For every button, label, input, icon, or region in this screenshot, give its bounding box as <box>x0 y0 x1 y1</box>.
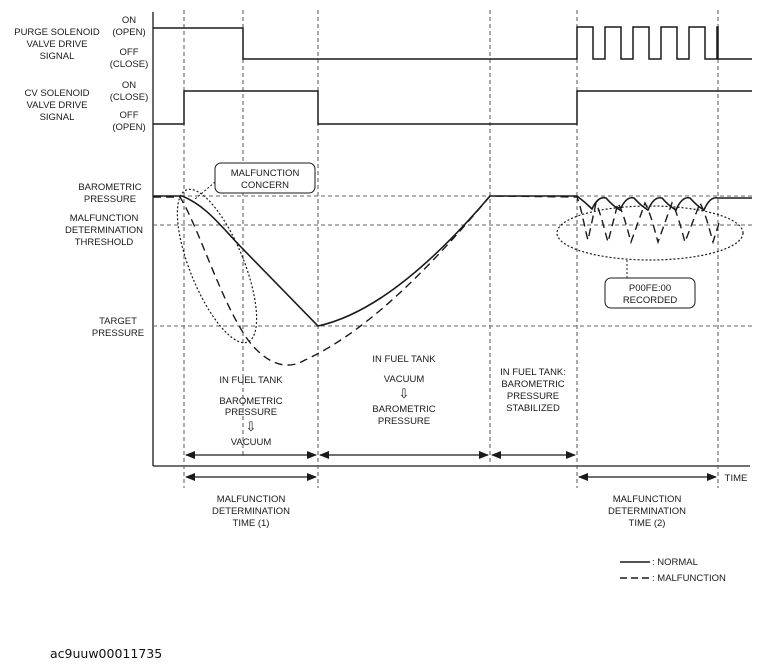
normal-pressure-curve <box>153 195 752 327</box>
threshold-line-3: THRESHOLD <box>75 237 134 248</box>
legend-malfunction-label: : MALFUNCTION <box>652 573 726 584</box>
phase-3-description: IN FUEL TANK: BAROMETRIC PRESSURE STABIL… <box>500 367 566 414</box>
purge-off-label: OFF <box>120 47 139 58</box>
phase-2-line-2: VACUUM <box>384 374 425 385</box>
phase-1-line-1: IN FUEL TANK <box>219 375 283 386</box>
threshold-line-2: DETERMINATION <box>65 225 143 236</box>
time-1-line-2: DETERMINATION <box>212 506 290 517</box>
threshold-line-1: MALFUNCTION <box>70 213 139 224</box>
cv-off-label: OFF <box>120 110 139 121</box>
purge-off-state: (CLOSE) <box>110 59 149 70</box>
concern-highlight-ellipse <box>176 188 258 344</box>
purge-on-label: ON <box>122 15 136 26</box>
target-line-1: TARGET <box>99 316 137 327</box>
purge-signal-label: PURGE SOLENOID VALVE DRIVE SIGNAL <box>14 27 100 62</box>
cv-on-state: (CLOSE) <box>110 92 149 103</box>
target-line-2: PRESSURE <box>92 328 144 339</box>
time-1-line-3: TIME (1) <box>233 518 270 529</box>
cv-state-labels: ON (CLOSE) OFF (OPEN) <box>110 80 149 133</box>
malfunction-pressure-curve <box>153 195 721 366</box>
phase-1-description: IN FUEL TANK BAROMETRIC PRESSURE ⇩ VACUU… <box>219 375 283 448</box>
phase-2-description: IN FUEL TANK VACUUM ⇩ BAROMETRIC PRESSUR… <box>372 354 436 427</box>
determination-time-2-label: MALFUNCTION DETERMINATION TIME (2) <box>608 494 686 529</box>
purge-on-state: (OPEN) <box>112 27 145 38</box>
reference-lines <box>153 195 752 327</box>
phase-3-line-3: PRESSURE <box>507 391 559 402</box>
phase-3-line-2: BAROMETRIC <box>501 379 564 390</box>
phase-2-line-1: IN FUEL TANK <box>372 354 436 365</box>
phase-1-line-3: PRESSURE <box>225 407 277 418</box>
phase-1-line-4: VACUUM <box>231 437 272 448</box>
legend: : NORMAL : MALFUNCTION <box>620 557 726 584</box>
cv-signal-label: CV SOLENOID VALVE DRIVE SIGNAL <box>25 88 90 123</box>
axes <box>152 12 750 467</box>
concern-callout-line-2: CONCERN <box>241 180 289 191</box>
phase-1-down-arrow-icon: ⇩ <box>246 419 257 434</box>
recorded-callout-line-2: RECORDED <box>623 295 678 306</box>
target-pressure-label: TARGET PRESSURE <box>92 316 144 339</box>
time-2-line-2: DETERMINATION <box>608 506 686 517</box>
concern-callout-box <box>214 162 316 194</box>
cv-name-line-1: CV SOLENOID <box>25 88 90 99</box>
time-1-line-1: MALFUNCTION <box>217 494 286 505</box>
determination-time-1-label: MALFUNCTION DETERMINATION TIME (1) <box>212 494 290 529</box>
purge-name-line-2: VALVE DRIVE <box>27 39 88 50</box>
cv-off-state: (OPEN) <box>112 122 145 133</box>
barometric-pressure-label: BAROMETRIC PRESSURE <box>78 182 141 205</box>
concern-callout-line-1: MALFUNCTION <box>231 168 300 179</box>
phase-2-down-arrow-icon: ⇩ <box>399 386 410 401</box>
cv-signal-waveform <box>153 90 752 125</box>
time-axis-label: TIME <box>725 473 748 484</box>
purge-signal-waveform <box>153 26 752 60</box>
purge-name-line-3: SIGNAL <box>40 51 75 62</box>
phase-2-line-4: PRESSURE <box>378 416 430 427</box>
purge-name-line-1: PURGE SOLENOID <box>14 27 100 38</box>
purge-state-labels: ON (OPEN) OFF (CLOSE) <box>110 15 149 70</box>
phase-1-line-2: BAROMETRIC <box>219 396 282 407</box>
time-2-line-1: MALFUNCTION <box>613 494 682 505</box>
barometric-line-1: BAROMETRIC <box>78 182 141 193</box>
cv-name-line-2: VALVE DRIVE <box>27 100 88 111</box>
phase-3-line-4: STABILIZED <box>506 403 560 414</box>
cv-name-line-3: SIGNAL <box>40 112 75 123</box>
barometric-line-2: PRESSURE <box>84 194 136 205</box>
concern-leader-line <box>193 181 216 201</box>
threshold-label: MALFUNCTION DETERMINATION THRESHOLD <box>65 213 143 248</box>
cv-on-label: ON <box>122 80 136 91</box>
phase-dividers <box>183 10 719 488</box>
time-2-line-3: TIME (2) <box>629 518 666 529</box>
legend-normal-label: : NORMAL <box>652 557 698 568</box>
recorded-highlight-ellipse <box>556 205 744 261</box>
phase-2-line-3: BAROMETRIC <box>372 404 435 415</box>
phase-3-line-1: IN FUEL TANK: <box>500 367 566 378</box>
recorded-callout-box <box>604 277 696 309</box>
document-id: ac9uuw00011735 <box>50 646 162 661</box>
recorded-callout-line-1: P00FE:00 <box>629 283 671 294</box>
